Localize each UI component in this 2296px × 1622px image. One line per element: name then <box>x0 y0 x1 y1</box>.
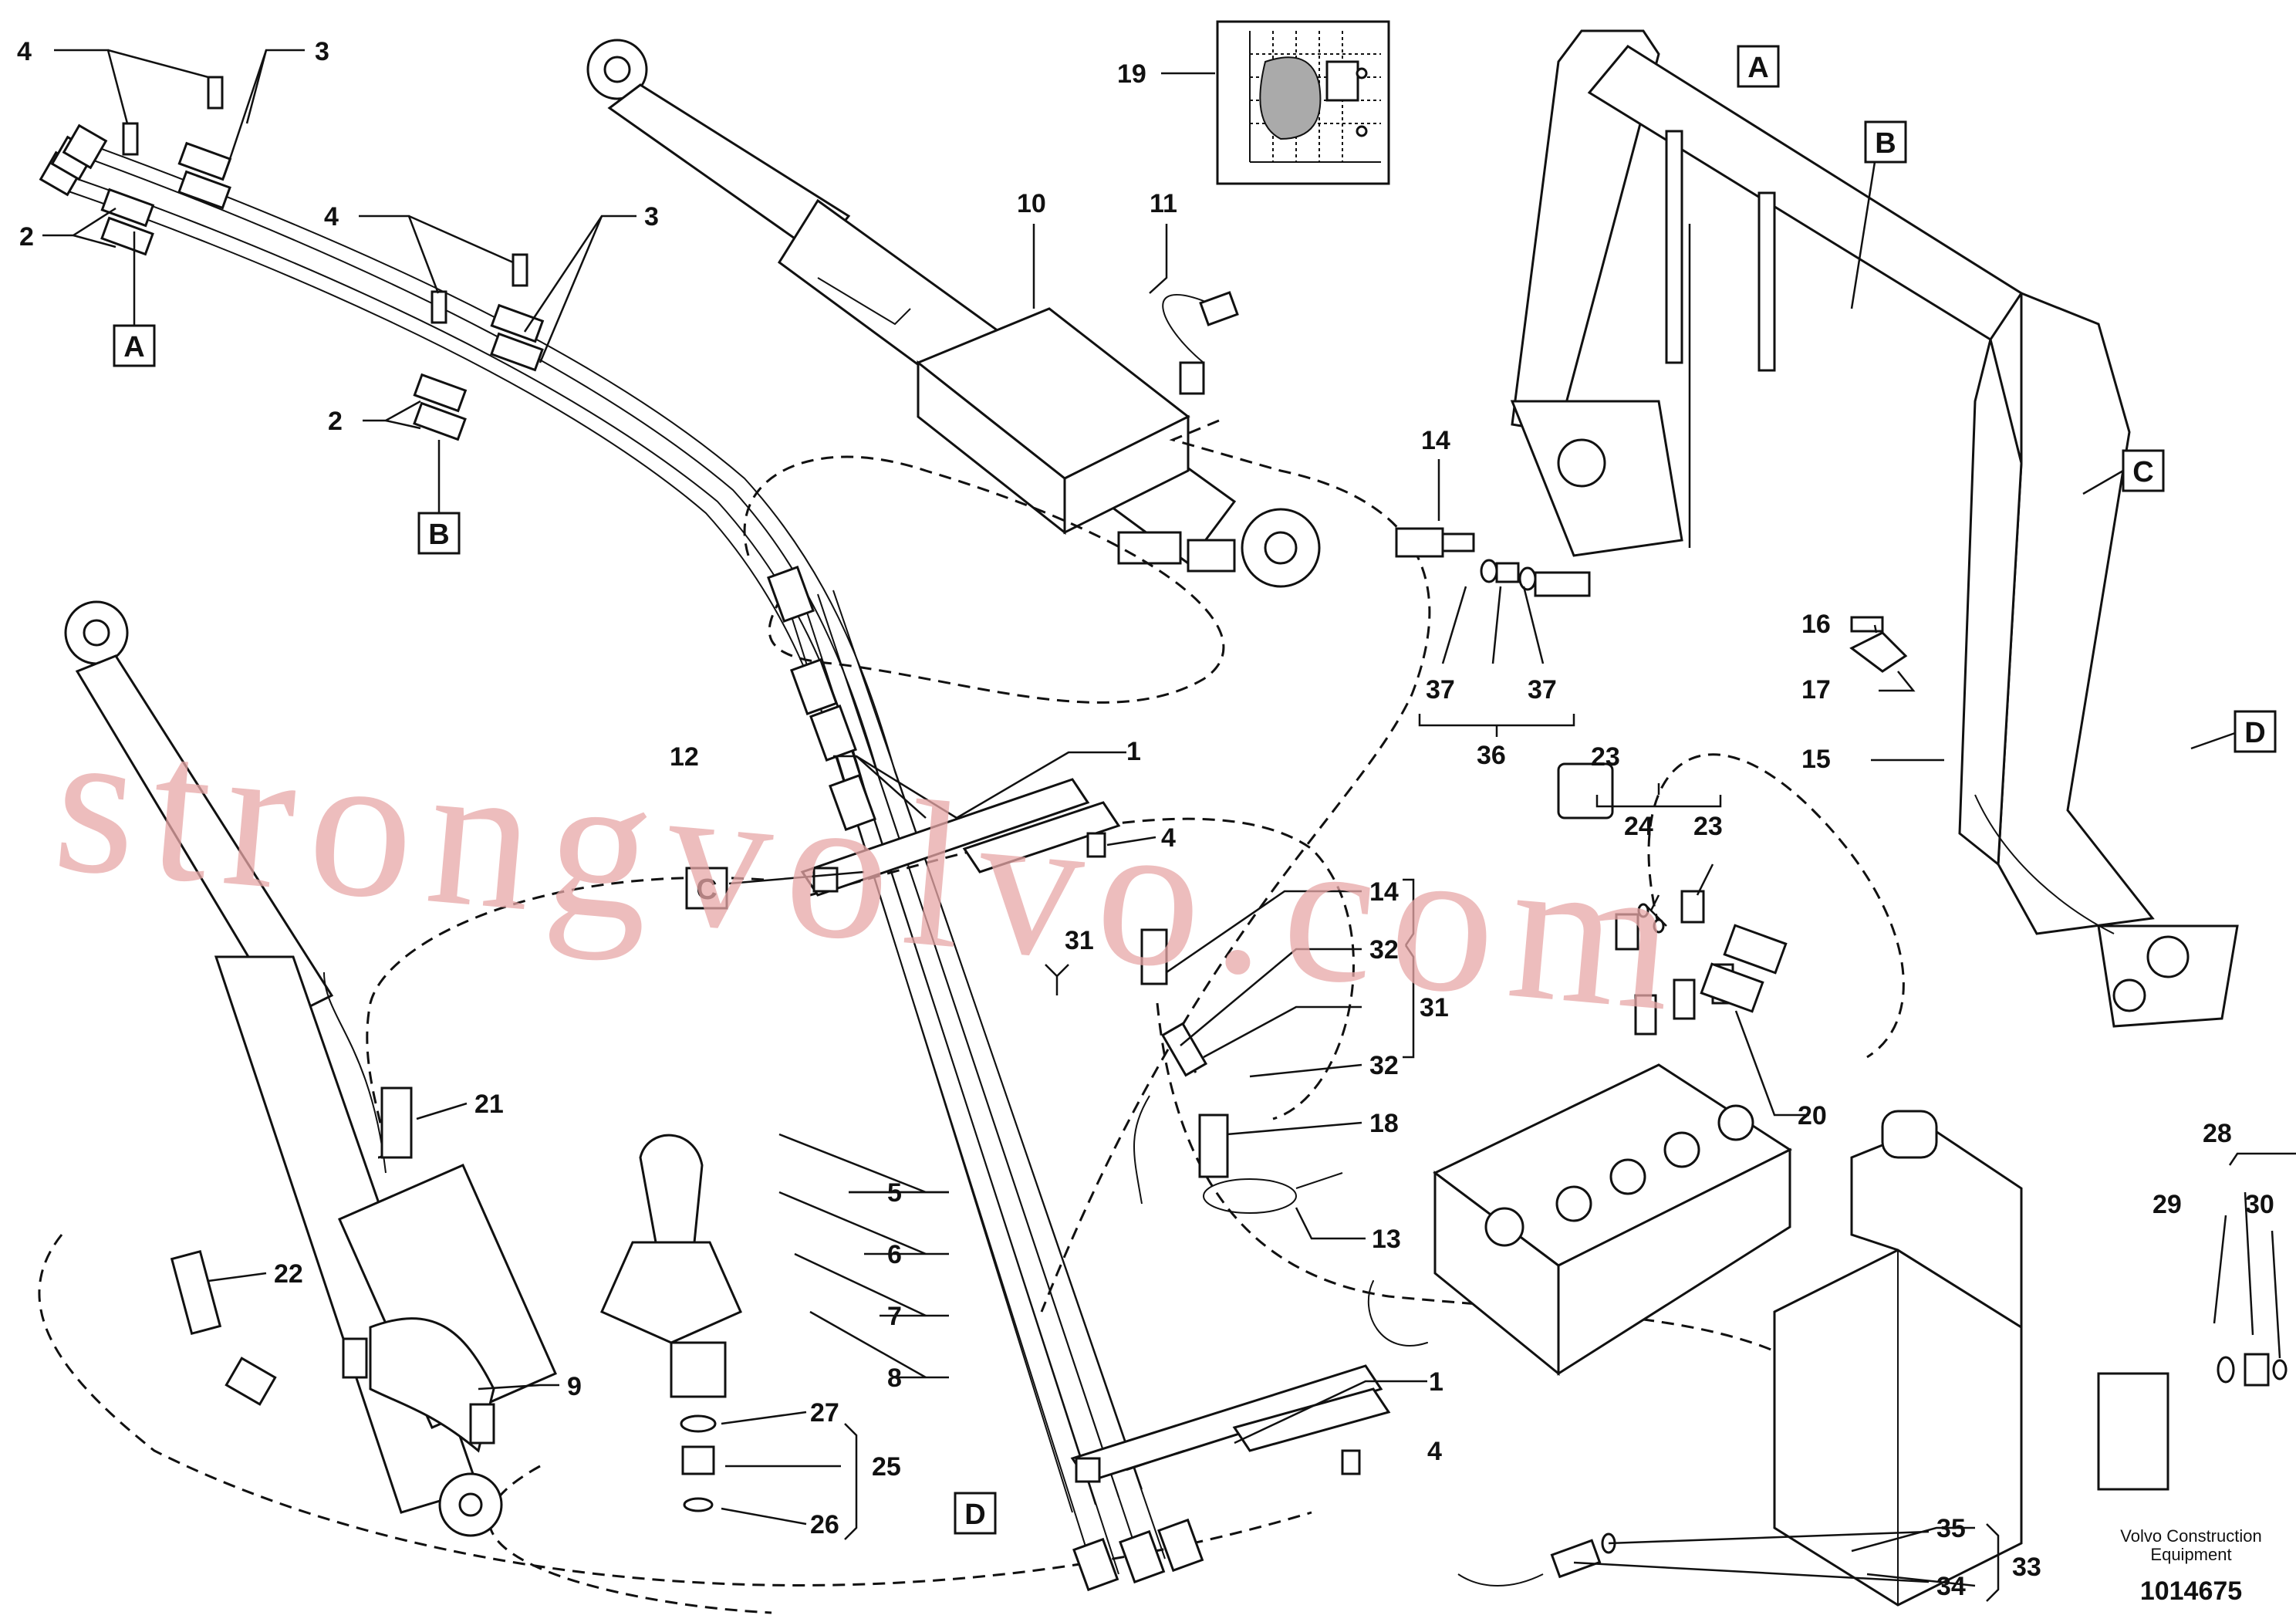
svg-text:D: D <box>2244 717 2265 749</box>
callout-18: 18 <box>1369 1109 1399 1138</box>
ref-box-b-right: B <box>1864 120 1907 164</box>
callout-4: 4 <box>1161 823 1176 853</box>
callout-34: 34 <box>1936 1572 1966 1601</box>
company-name-line2: Equipment <box>2150 1545 2231 1564</box>
callout-27: 27 <box>810 1398 839 1428</box>
callout-37: 37 <box>1528 675 1557 705</box>
callout-28: 28 <box>2203 1119 2232 1148</box>
callout-31: 31 <box>1420 993 1449 1022</box>
callout-14: 14 <box>1369 877 1399 907</box>
svg-text:A: A <box>123 331 144 363</box>
ref-box-a-left: A <box>113 324 156 367</box>
callout-12: 12 <box>670 742 699 772</box>
ref-box-d-center: D <box>954 1492 997 1535</box>
boom-cylinder-upper <box>586 39 1321 588</box>
hose-11 <box>1162 291 1239 395</box>
callout-23: 23 <box>1591 742 1620 772</box>
callout-3: 3 <box>644 202 659 231</box>
ref-box-c-center: C <box>685 867 728 910</box>
control-valve-block <box>1367 963 1793 1377</box>
callout-8: 8 <box>887 1363 902 1393</box>
callout-14: 14 <box>1421 426 1450 455</box>
svg-text:C: C <box>2132 456 2153 488</box>
callout-22: 22 <box>274 1259 303 1289</box>
ref-box-b-left: B <box>417 512 461 555</box>
svg-text:D: D <box>964 1499 985 1531</box>
callout-4: 4 <box>1427 1437 1442 1466</box>
callout-2: 2 <box>19 222 34 252</box>
svg-text:B: B <box>1875 127 1896 160</box>
tubes-5-to-8 <box>767 566 1391 1592</box>
callout-26: 26 <box>810 1510 839 1539</box>
callout-10: 10 <box>1017 189 1046 218</box>
callout-4: 4 <box>17 37 32 66</box>
ref-box-c-right: C <box>2122 449 2165 492</box>
callout-31: 31 <box>1065 926 1094 955</box>
drawing-number: 1014675 <box>2140 1576 2242 1606</box>
callout-24: 24 <box>1624 812 1653 841</box>
callout-5: 5 <box>887 1178 902 1208</box>
fittings <box>1133 527 1908 1587</box>
callout-19: 19 <box>1117 59 1146 89</box>
callout-37: 37 <box>1426 675 1455 705</box>
callout-21: 21 <box>474 1090 504 1119</box>
callout-32: 32 <box>1369 1051 1399 1080</box>
boom-arm-assembly <box>1510 29 2239 1028</box>
boom-cylinder-left <box>64 600 557 1537</box>
callout-4: 4 <box>324 202 339 231</box>
callout-13: 13 <box>1372 1225 1401 1254</box>
inset-operating-range-chart <box>1216 20 1390 185</box>
callout-1: 1 <box>1429 1367 1443 1397</box>
callout-2: 2 <box>328 407 343 436</box>
joystick-assembly <box>600 1134 742 1512</box>
callout-3: 3 <box>315 37 329 66</box>
svg-text:B: B <box>428 519 449 551</box>
svg-text:A: A <box>1747 52 1768 84</box>
callout-25: 25 <box>872 1452 901 1482</box>
callout-7: 7 <box>887 1302 902 1331</box>
svg-text:C: C <box>696 874 717 906</box>
callout-20: 20 <box>1798 1101 1827 1130</box>
callout-labels: 4 3 2 4 3 2 10 11 19 14 37 37 36 12 1 4 … <box>17 37 2274 1601</box>
callout-35: 35 <box>1936 1514 1966 1543</box>
ref-box-a-right: A <box>1737 45 1780 88</box>
callout-9: 9 <box>567 1372 582 1401</box>
callout-11: 11 <box>1150 189 1177 218</box>
ref-box-d-right: D <box>2234 710 2277 753</box>
callout-16: 16 <box>1801 610 1831 639</box>
company-name-line1: Volvo Construction <box>2120 1526 2261 1546</box>
callout-15: 15 <box>1801 745 1831 774</box>
dashed-hose-routes <box>38 419 1905 1614</box>
leader-lines <box>42 49 2296 1602</box>
callout-33: 33 <box>2012 1553 2041 1582</box>
callout-32: 32 <box>1369 935 1399 965</box>
callout-23: 23 <box>1693 812 1723 841</box>
callout-29: 29 <box>2152 1190 2182 1219</box>
callout-1: 1 <box>1126 737 1141 766</box>
callout-17: 17 <box>1801 675 1831 705</box>
callout-6: 6 <box>887 1240 902 1269</box>
hydraulic-tank <box>1773 1110 2288 1607</box>
footer-info: Volvo Construction Equipment 1014675 <box>2120 1526 2261 1606</box>
callout-36: 36 <box>1477 741 1506 770</box>
callout-30: 30 <box>2245 1190 2274 1219</box>
